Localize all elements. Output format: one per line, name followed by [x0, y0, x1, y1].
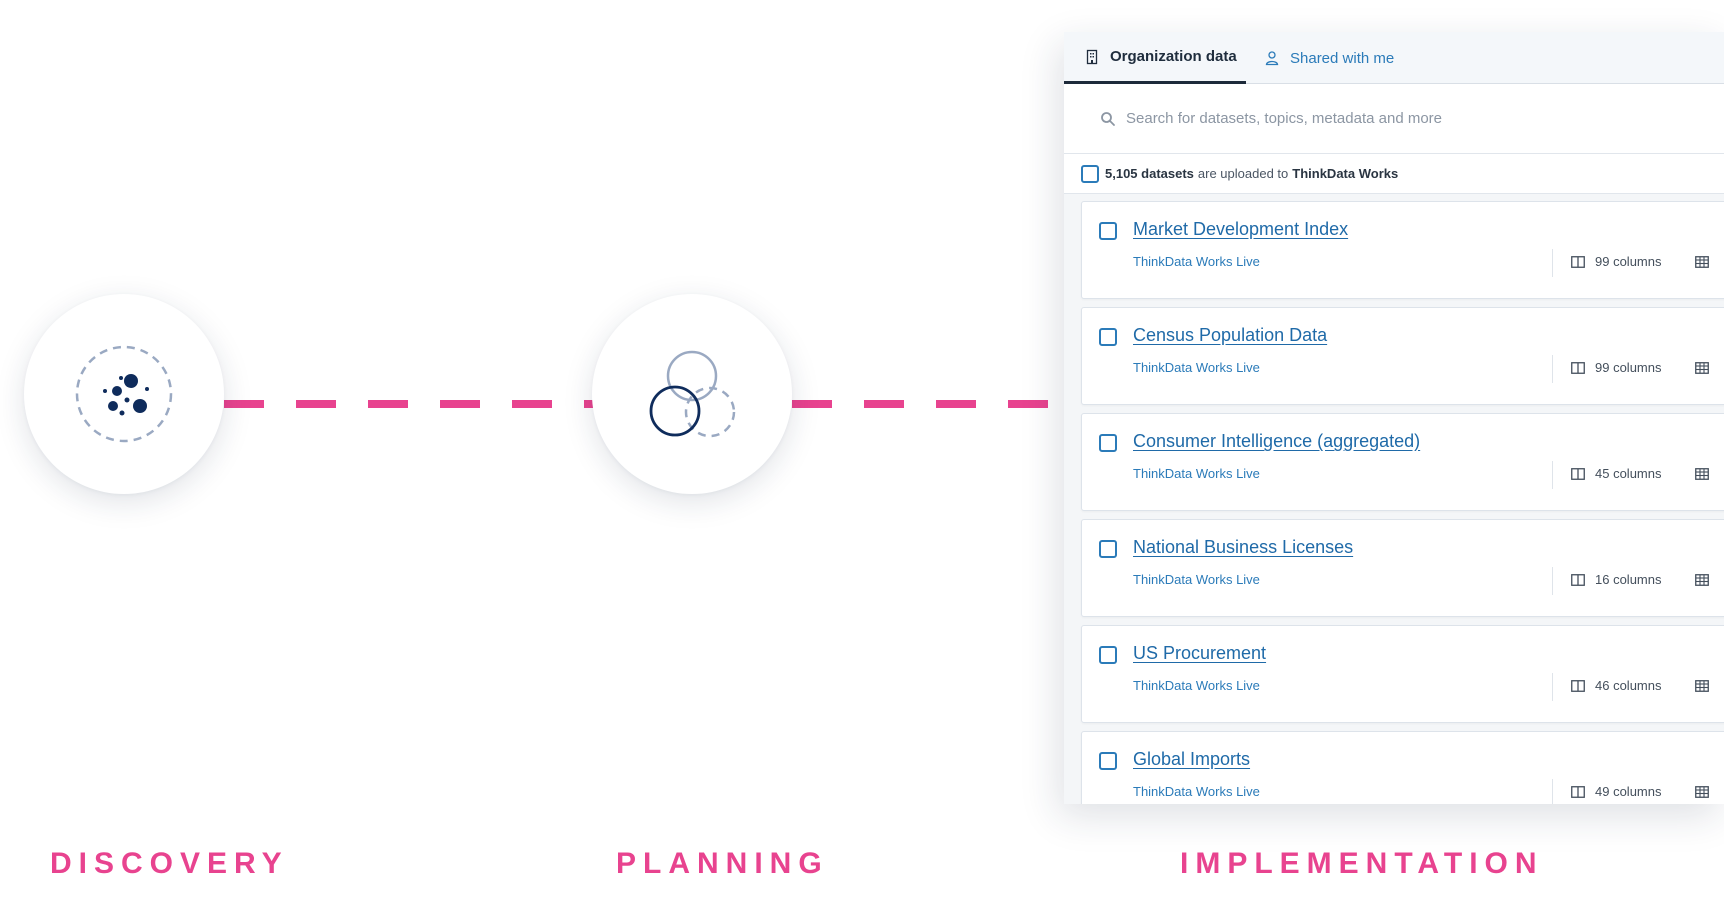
dataset-title-link[interactable]: National Business Licenses — [1133, 537, 1354, 557]
card-divider — [1552, 567, 1553, 595]
dataset-count: 5,105 datasets — [1105, 166, 1194, 181]
table-icon[interactable] — [1695, 362, 1709, 374]
column-count: 45 columns — [1571, 466, 1661, 481]
dots-cluster-icon — [75, 345, 173, 443]
dataset-source: ThinkData Works Live — [1133, 466, 1260, 481]
dataset-checkbox[interactable] — [1099, 540, 1117, 558]
dataset-card: National Business Licenses ThinkData Wor… — [1081, 519, 1724, 617]
implementation-label: IMPLEMENTATION — [1180, 847, 1544, 880]
columns-icon — [1571, 785, 1585, 798]
dataset-summary: 5,105 datasets are uploaded to ThinkData… — [1064, 154, 1724, 194]
dataset-title-link[interactable]: Market Development Index — [1133, 219, 1349, 239]
columns-icon — [1571, 255, 1585, 268]
dataset-checkbox[interactable] — [1099, 752, 1117, 770]
dataset-card: Consumer Intelligence (aggregated) Think… — [1081, 413, 1724, 511]
dataset-checkbox[interactable] — [1099, 646, 1117, 664]
planning-stage-badge — [592, 294, 792, 494]
dataset-title-link[interactable]: Census Population Data — [1133, 325, 1328, 345]
column-count-label: 16 columns — [1595, 572, 1662, 587]
search-bar — [1064, 84, 1724, 154]
planning-label: PLANNING — [616, 847, 829, 880]
card-divider — [1552, 779, 1553, 804]
overlapping-circles-icon — [649, 350, 736, 438]
dataset-list: Market Development Index ThinkData Works… — [1064, 194, 1724, 804]
select-all-checkbox[interactable] — [1081, 164, 1099, 183]
column-count-label: 99 columns — [1595, 254, 1662, 269]
user-icon — [1265, 51, 1279, 66]
column-count-label: 99 columns — [1595, 360, 1662, 375]
dataset-source: ThinkData Works Live — [1133, 784, 1260, 799]
columns-icon — [1571, 361, 1585, 374]
table-icon[interactable] — [1695, 256, 1709, 268]
column-count: 49 columns — [1571, 784, 1661, 799]
dataset-card: US Procurement ThinkData Works Live 46 c… — [1081, 625, 1724, 723]
dataset-card: Global Imports ThinkData Works Live 49 c… — [1081, 731, 1724, 804]
dataset-source: ThinkData Works Live — [1133, 360, 1260, 375]
columns-icon — [1571, 573, 1585, 586]
card-divider — [1552, 461, 1553, 489]
tab-organization-data[interactable]: Organization data — [1064, 32, 1246, 84]
tab-bar: Organization data Shared with me — [1064, 32, 1724, 84]
dataset-title-link[interactable]: Global Imports — [1133, 749, 1251, 769]
card-divider — [1552, 249, 1553, 277]
tab-shared-with-me-label: Shared with me — [1290, 49, 1395, 67]
dataset-card: Market Development Index ThinkData Works… — [1081, 201, 1724, 299]
dataset-checkbox[interactable] — [1099, 222, 1117, 240]
organization-name: ThinkData Works — [1292, 166, 1399, 181]
column-count-label: 46 columns — [1595, 678, 1662, 693]
dataset-source: ThinkData Works Live — [1133, 678, 1260, 693]
dataset-source: ThinkData Works Live — [1133, 572, 1260, 587]
dataset-browser-panel: Organization data Shared with me 5,105 d… — [1064, 32, 1724, 804]
card-divider — [1552, 673, 1553, 701]
dataset-source: ThinkData Works Live — [1133, 254, 1260, 269]
connector-planning-implementation — [792, 400, 1064, 408]
discovery-label: DISCOVERY — [50, 847, 289, 880]
building-icon — [1086, 49, 1098, 64]
columns-icon — [1571, 467, 1585, 480]
column-count: 99 columns — [1571, 254, 1661, 269]
table-icon[interactable] — [1695, 680, 1709, 692]
search-icon — [1101, 111, 1115, 126]
columns-icon — [1571, 679, 1585, 692]
dataset-card: Census Population Data ThinkData Works L… — [1081, 307, 1724, 405]
table-icon[interactable] — [1695, 786, 1709, 798]
column-count: 46 columns — [1571, 678, 1661, 693]
search-input[interactable] — [1126, 110, 1686, 127]
tab-organization-data-label: Organization data — [1110, 48, 1237, 65]
dataset-checkbox[interactable] — [1099, 434, 1117, 452]
column-count: 16 columns — [1571, 572, 1661, 587]
dataset-title-link[interactable]: Consumer Intelligence (aggregated) — [1133, 431, 1421, 451]
summary-text: are uploaded to — [1197, 166, 1289, 181]
column-count: 99 columns — [1571, 360, 1661, 375]
table-icon[interactable] — [1695, 468, 1709, 480]
discovery-stage-badge — [24, 294, 224, 494]
column-count-label: 49 columns — [1595, 784, 1662, 799]
connector-discovery-planning — [224, 400, 594, 408]
tab-shared-with-me[interactable]: Shared with me — [1264, 32, 1394, 84]
dataset-checkbox[interactable] — [1099, 328, 1117, 346]
dataset-title-link[interactable]: US Procurement — [1133, 643, 1267, 663]
table-icon[interactable] — [1695, 574, 1709, 586]
column-count-label: 45 columns — [1595, 466, 1662, 481]
card-divider — [1552, 355, 1553, 383]
